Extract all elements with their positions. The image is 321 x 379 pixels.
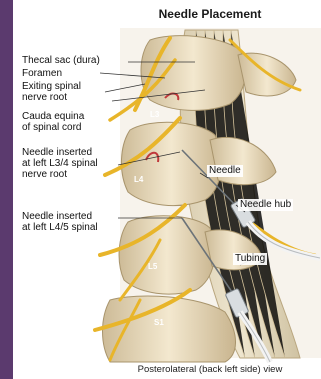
label-thecal-sac: Thecal sac (dura): [22, 55, 100, 66]
label-vertebra-l4: L4: [134, 175, 143, 184]
label-vertebra-l5: L5: [148, 262, 157, 271]
label-needle-l34: Needle inserted at left L3/4 spinal nerv…: [22, 147, 98, 180]
label-foramen: Foramen: [22, 68, 62, 79]
label-needle-l45: Needle inserted at left L4/5 spinal: [22, 211, 98, 233]
page-title: Needle Placement: [110, 7, 310, 21]
label-vertebra-l3: L3: [150, 110, 159, 119]
label-needle-hub: Needle hub: [238, 199, 293, 211]
label-tubing: Tubing: [233, 253, 267, 265]
label-exiting-root: Exiting spinal nerve root: [22, 81, 81, 103]
label-cauda-equina: Cauda equina of spinal cord: [22, 111, 84, 133]
view-caption: Posterolateral (back left side) view: [95, 364, 321, 375]
label-needle: Needle: [207, 165, 243, 177]
label-sacrum-s1: S1: [154, 318, 164, 327]
